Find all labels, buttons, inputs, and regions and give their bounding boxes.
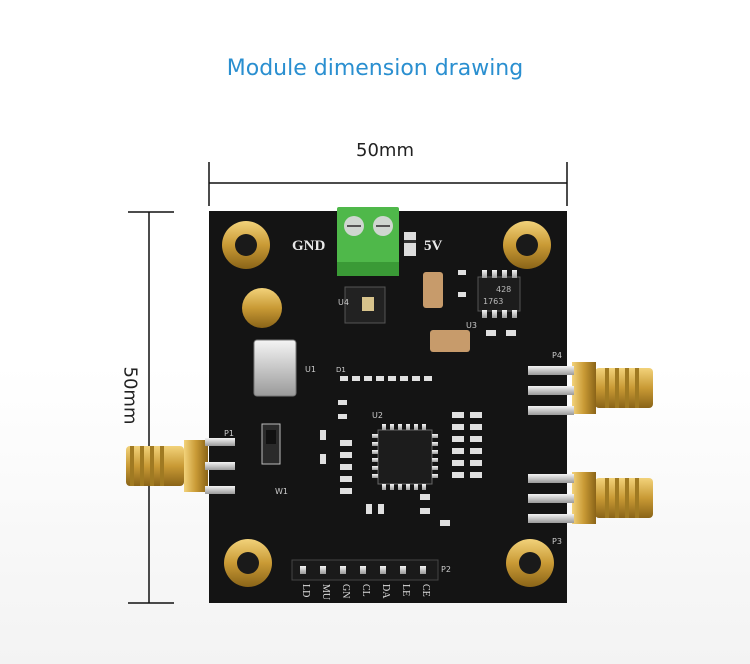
p4-label: P4 xyxy=(552,351,562,360)
diode xyxy=(404,232,416,256)
header-pin-label: CE xyxy=(420,584,431,597)
header-pin-label: LE xyxy=(400,584,411,596)
header-pin-label: DA xyxy=(380,584,391,599)
width-dimension-line xyxy=(208,162,568,206)
d1-label: D1 xyxy=(336,366,346,374)
sma-connector-p3[interactable] xyxy=(528,472,653,524)
u3-label: U3 xyxy=(466,321,477,330)
height-dimension-line xyxy=(128,211,174,604)
p3-label: P3 xyxy=(552,537,562,546)
u1-label: U1 xyxy=(305,365,316,374)
5v-label: 5V xyxy=(424,238,443,254)
logo-pad-icon xyxy=(242,288,282,328)
tantalum-capacitor xyxy=(430,330,470,352)
header-pin-labels: LD MU GN CL DA LE CE xyxy=(300,584,431,601)
header-pin-label: GN xyxy=(340,584,351,598)
gnd-label: GND xyxy=(292,238,326,254)
chip-marking-2: 1763 xyxy=(483,297,503,306)
tantalum-capacitor xyxy=(423,272,443,308)
sma-connector-p4[interactable] xyxy=(528,362,653,415)
w1-label: W1 xyxy=(275,487,288,496)
header-pin-label: MU xyxy=(320,584,331,601)
sma-connector-p1[interactable] xyxy=(126,438,235,494)
chip-marking-1: 428 xyxy=(496,285,511,294)
p1-label: P1 xyxy=(224,429,234,438)
crystal-oscillator xyxy=(253,339,297,397)
u4-label: U4 xyxy=(338,298,349,307)
mounting-hole-icon xyxy=(222,221,554,587)
terminal-block xyxy=(337,207,399,276)
smd-components xyxy=(320,270,516,526)
u2-label: U2 xyxy=(372,411,383,420)
page-title: Module dimension drawing xyxy=(226,56,524,81)
header-pin-label: LD xyxy=(300,584,311,597)
chip-u3 xyxy=(477,270,521,318)
width-dimension-label: 50mm xyxy=(356,140,414,161)
p2-label: P2 xyxy=(441,565,451,574)
main-ic-u2 xyxy=(372,424,438,490)
header-pin-label: CL xyxy=(360,584,371,597)
pin-header-p2[interactable] xyxy=(291,559,439,581)
pcb-board xyxy=(209,211,567,603)
